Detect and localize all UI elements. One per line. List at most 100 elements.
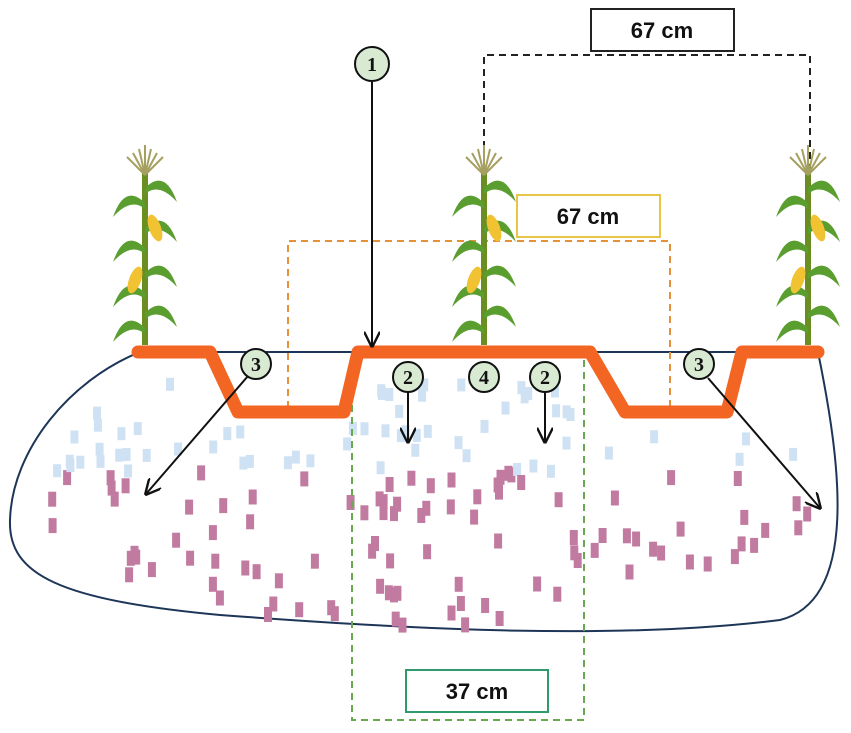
upper-soil-particle xyxy=(735,452,744,466)
upper-soil-particle xyxy=(411,443,420,457)
marker-1: 1 xyxy=(354,46,390,82)
lower-soil-particle xyxy=(107,480,116,496)
lower-soil-particle xyxy=(569,530,578,545)
upper-soil-particle xyxy=(348,421,357,435)
lower-soil-particle xyxy=(379,505,388,521)
upper-soil-particle xyxy=(501,401,510,415)
upper-soil-particle xyxy=(396,429,405,443)
svg-text:67 cm: 67 cm xyxy=(631,18,693,43)
upper-soil-particle xyxy=(462,449,471,463)
upper-soil-particle xyxy=(93,418,102,432)
lower-soil-particle xyxy=(622,528,631,544)
upper-soil-particle xyxy=(378,387,386,400)
svg-text:3: 3 xyxy=(694,354,704,376)
lower-soil-particle xyxy=(573,553,582,568)
lower-soil-particle xyxy=(533,576,542,592)
lower-soil-particle xyxy=(368,543,377,559)
lower-soil-particle xyxy=(517,475,526,490)
svg-text:37 cm: 37 cm xyxy=(446,679,508,704)
middle-dimension-label: 67 cm xyxy=(516,194,661,238)
lower-soil-particle xyxy=(269,596,278,612)
lower-soil-particle xyxy=(610,490,619,506)
lower-soil-particle xyxy=(186,550,195,566)
marker-3a: 3 xyxy=(240,348,272,380)
lower-soil-particle xyxy=(657,545,666,561)
top-dimension-label: 67 cm xyxy=(590,8,735,52)
upper-soil-particle xyxy=(209,440,218,454)
upper-soil-particle xyxy=(360,422,369,436)
maize-plant-icon xyxy=(452,145,516,345)
marker-2b: 2 xyxy=(529,361,561,393)
lower-soil-particle xyxy=(48,518,57,534)
maize-plant-icon xyxy=(776,145,840,345)
lower-soil-particle xyxy=(215,590,224,606)
lower-soil-particle xyxy=(295,602,304,618)
upper-soil-particle xyxy=(95,442,104,456)
lower-soil-particle xyxy=(48,491,57,507)
upper-soil-particle xyxy=(454,436,463,450)
marker-2a: 2 xyxy=(392,361,424,393)
lower-soil-particle xyxy=(386,553,395,569)
upper-soil-particle xyxy=(562,436,571,450)
upper-soil-particle xyxy=(174,442,183,456)
lower-soil-particle xyxy=(504,465,513,481)
svg-text:3: 3 xyxy=(251,354,261,376)
lower-soil-particle xyxy=(553,586,562,602)
lower-soil-particle xyxy=(737,536,746,552)
lower-soil-particle xyxy=(219,498,228,514)
upper-soil-particle xyxy=(529,459,538,473)
upper-soil-particle xyxy=(283,456,292,470)
upper-soil-particle xyxy=(551,384,559,398)
svg-text:4: 4 xyxy=(479,367,489,389)
upper-soil-particle xyxy=(76,455,85,469)
lower-soil-particle xyxy=(360,505,369,521)
lower-soil-particle xyxy=(125,567,134,583)
lower-soil-particle xyxy=(676,521,685,537)
lower-soil-particle xyxy=(208,525,217,541)
lower-soil-particle xyxy=(794,520,803,536)
lower-soil-particle xyxy=(740,509,749,525)
upper-soil-particle xyxy=(546,464,555,478)
lower-soil-particle xyxy=(803,506,812,522)
lower-soil-particle xyxy=(246,514,255,530)
marker-4: 4 xyxy=(468,361,500,393)
upper-soil-particle xyxy=(124,464,133,478)
lower-soil-particle xyxy=(590,542,599,558)
upper-soil-particle xyxy=(70,430,79,444)
arrow-3b xyxy=(707,377,820,508)
lower-soil-particle xyxy=(494,533,503,549)
upper-soil-particle xyxy=(552,404,561,418)
lower-soil-particle xyxy=(417,508,426,523)
lower-soil-particle xyxy=(384,585,393,601)
upper-soil-particle xyxy=(395,404,404,418)
upper-soil-particle xyxy=(566,408,575,421)
lower-soil-particle xyxy=(423,544,432,560)
lower-soil-particle xyxy=(426,478,435,494)
lower-soil-particle xyxy=(310,553,319,569)
lower-soil-particle xyxy=(470,509,479,525)
lower-soil-particle xyxy=(393,585,402,601)
lower-soil-particle xyxy=(447,605,456,621)
upper-soil-particle xyxy=(306,454,315,468)
upper-soil-particle xyxy=(789,447,798,461)
lower-soil-particle xyxy=(252,564,261,580)
maize-plants xyxy=(113,145,840,345)
upper-soil-particle xyxy=(65,454,74,468)
lower-soil-particle xyxy=(761,522,770,538)
lower-soil-particle xyxy=(570,545,579,561)
lower-soil-particle xyxy=(63,470,72,486)
upper-soil-particle xyxy=(457,378,466,392)
soil-particles xyxy=(48,371,812,633)
upper-soil-particle xyxy=(480,419,489,433)
lower-soil-particle xyxy=(454,576,463,592)
lower-soil-particle xyxy=(172,532,181,548)
lower-soil-particle xyxy=(376,578,385,594)
lower-soil-particle xyxy=(375,491,384,507)
upper-soil-particle xyxy=(236,425,245,439)
lower-soil-particle xyxy=(473,489,482,505)
lower-soil-particle xyxy=(649,541,658,557)
lower-soil-particle xyxy=(274,573,283,589)
lower-soil-particle xyxy=(598,528,607,543)
svg-text:2: 2 xyxy=(540,367,550,389)
